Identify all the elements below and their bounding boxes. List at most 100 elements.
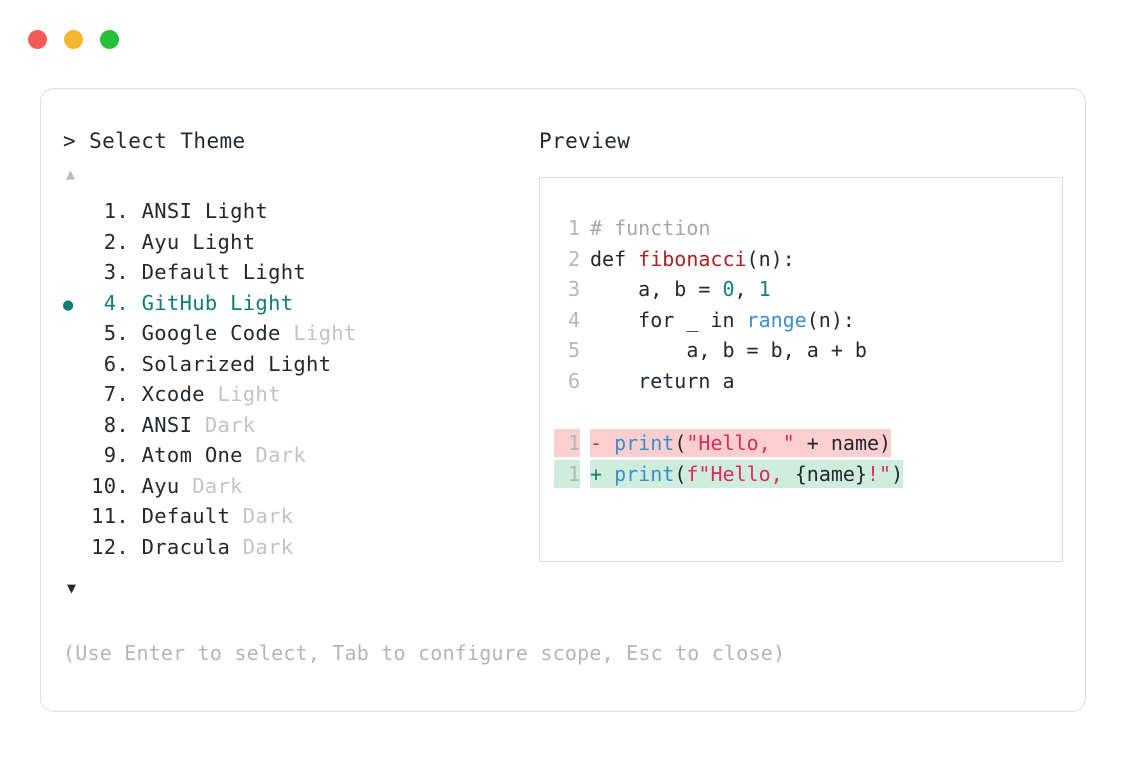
theme-picker-panel: > Select Theme ▲ ●1. ANSI Light●2. Ayu L… — [40, 88, 1086, 712]
theme-list-item[interactable]: ● 2. Ayu Light — [63, 230, 533, 261]
theme-item-variant: Dark — [204, 412, 256, 437]
code-token: def — [590, 246, 639, 271]
theme-item-name: Default — [129, 504, 243, 528]
code-content: for _ in range(n): — [590, 308, 855, 332]
diff-line-add: 1+ print(f"Hello, {name}!") — [540, 459, 1062, 491]
diff-content: + print(f"Hello, {name}!") — [590, 459, 904, 488]
diff-content: - print("Hello, " + name) — [590, 429, 892, 457]
theme-list-item[interactable]: ●8. ANSI Dark — [63, 413, 533, 444]
theme-item-variant: Light — [293, 321, 357, 345]
close-icon[interactable] — [28, 30, 47, 49]
theme-item-name: Ayu — [129, 473, 193, 498]
theme-list-item[interactable]: ●12. Dracula Dark — [63, 535, 533, 566]
code-token: return a — [590, 368, 735, 393]
selected-bullet-icon: ● — [63, 266, 89, 283]
keyboard-hint: (Use Enter to select, Tab to configure s… — [63, 641, 786, 665]
theme-item-variant: Light — [217, 382, 281, 406]
code-content: a, b = 0, 1 — [590, 277, 771, 301]
code-content: a, b = b, a + b — [590, 338, 867, 362]
code-line: 4 for _ in range(n): — [540, 308, 1062, 339]
theme-item-number: 1. — [103, 199, 129, 223]
code-token: (n): — [746, 246, 795, 271]
theme-list-item[interactable]: ●11. Default Dark — [63, 504, 533, 535]
theme-item-name: ANSI — [129, 199, 205, 223]
theme-item-name: Ayu — [129, 229, 193, 254]
theme-list-item[interactable]: ●4. GitHub Light — [63, 291, 533, 322]
code-token: a, b = — [590, 277, 723, 301]
selected-bullet-icon: ● — [63, 294, 74, 315]
theme-list-column: > Select Theme ▲ ●1. ANSI Light●2. Ayu L… — [63, 131, 533, 601]
selected-bullet-icon: ● — [63, 236, 89, 253]
code-token: {name} — [794, 461, 867, 486]
code-token: !" — [866, 461, 892, 486]
theme-item-number: 3. — [103, 260, 129, 284]
line-number: 2 — [567, 246, 580, 271]
code-token: + name — [794, 431, 880, 455]
theme-item-name: Solarized — [129, 351, 269, 376]
code-token: # function — [590, 216, 711, 240]
maximize-icon[interactable] — [100, 30, 119, 49]
theme-item-variant: Light — [192, 229, 256, 254]
code-token: ( — [674, 431, 687, 455]
code-line: 5 a, b = b, a + b — [540, 338, 1062, 369]
minimize-icon[interactable] — [64, 30, 83, 49]
line-number: 3 — [567, 277, 580, 301]
scroll-down-icon[interactable]: ▼ — [67, 579, 77, 597]
theme-list: ●1. ANSI Light●2. Ayu Light●3. Default L… — [63, 199, 533, 565]
code-token: , — [734, 277, 759, 301]
code-token: 1 — [758, 277, 771, 301]
code-line: 3 a, b = 0, 1 — [540, 277, 1062, 308]
preview-label: Preview — [539, 129, 631, 153]
theme-item-variant: Light — [268, 351, 332, 376]
diff-line-del: 1 - print("Hello, " + name) — [540, 429, 1062, 460]
scroll-up-icon[interactable]: ▲ — [66, 165, 76, 183]
code-token: range — [746, 307, 807, 332]
code-token: 0 — [722, 277, 735, 301]
theme-item-variant: Dark — [192, 473, 243, 498]
code-token: (n): — [806, 307, 855, 332]
theme-list-item[interactable]: ●9. Atom One Dark — [63, 443, 533, 474]
theme-item-variant: Light — [204, 199, 269, 223]
page-title: > Select Theme — [63, 129, 246, 153]
theme-item-number: 2. — [103, 229, 129, 254]
diff-block: 1- print("Hello, " + name)1+ print(f"Hel… — [540, 429, 1062, 490]
theme-item-number: 11. — [91, 504, 129, 528]
theme-item-variant: Dark — [242, 534, 294, 559]
code-token: for _ in — [590, 307, 747, 332]
code-token: f"Hello, — [686, 461, 795, 486]
code-content: return a — [590, 368, 735, 393]
theme-list-item[interactable]: ●5. Google Code Light — [63, 321, 533, 352]
theme-list-item[interactable]: ●1. ANSI Light — [63, 199, 533, 230]
theme-item-number: 12. — [91, 534, 129, 559]
theme-item-number: 4. — [103, 290, 129, 315]
code-spacer — [540, 399, 1062, 429]
theme-item-name: Dracula — [129, 534, 243, 559]
theme-list-item[interactable]: ●6. Solarized Light — [63, 352, 533, 383]
selected-bullet-icon: ● — [63, 419, 89, 436]
code-line: 1# function — [540, 216, 1062, 247]
theme-item-variant: Light — [242, 260, 306, 284]
code-token: print — [614, 431, 675, 455]
theme-item-name: Xcode — [129, 382, 218, 406]
theme-item-number: 7. — [103, 382, 129, 406]
theme-item-name: ANSI — [129, 412, 205, 437]
theme-item-name: Atom One — [129, 443, 256, 467]
line-number: 4 — [567, 307, 580, 332]
theme-list-item[interactable]: ●10. Ayu Dark — [63, 474, 533, 505]
diff-marker: - — [590, 431, 615, 455]
theme-list-item[interactable]: ●7. Xcode Light — [63, 382, 533, 413]
theme-item-variant: Light — [230, 290, 294, 315]
line-number: 5 — [567, 338, 580, 362]
code-content: def fibonacci(n): — [590, 247, 795, 271]
code-token: "Hello, " — [686, 431, 795, 455]
line-number: 1 — [554, 429, 580, 457]
code-token: ) — [891, 461, 904, 486]
selected-bullet-icon: ● — [63, 510, 89, 527]
theme-list-item[interactable]: ● 3. Default Light — [63, 260, 533, 291]
theme-item-name: Default — [129, 260, 243, 284]
selected-bullet-icon: ● — [63, 327, 89, 344]
selected-bullet-icon: ● — [63, 541, 89, 558]
